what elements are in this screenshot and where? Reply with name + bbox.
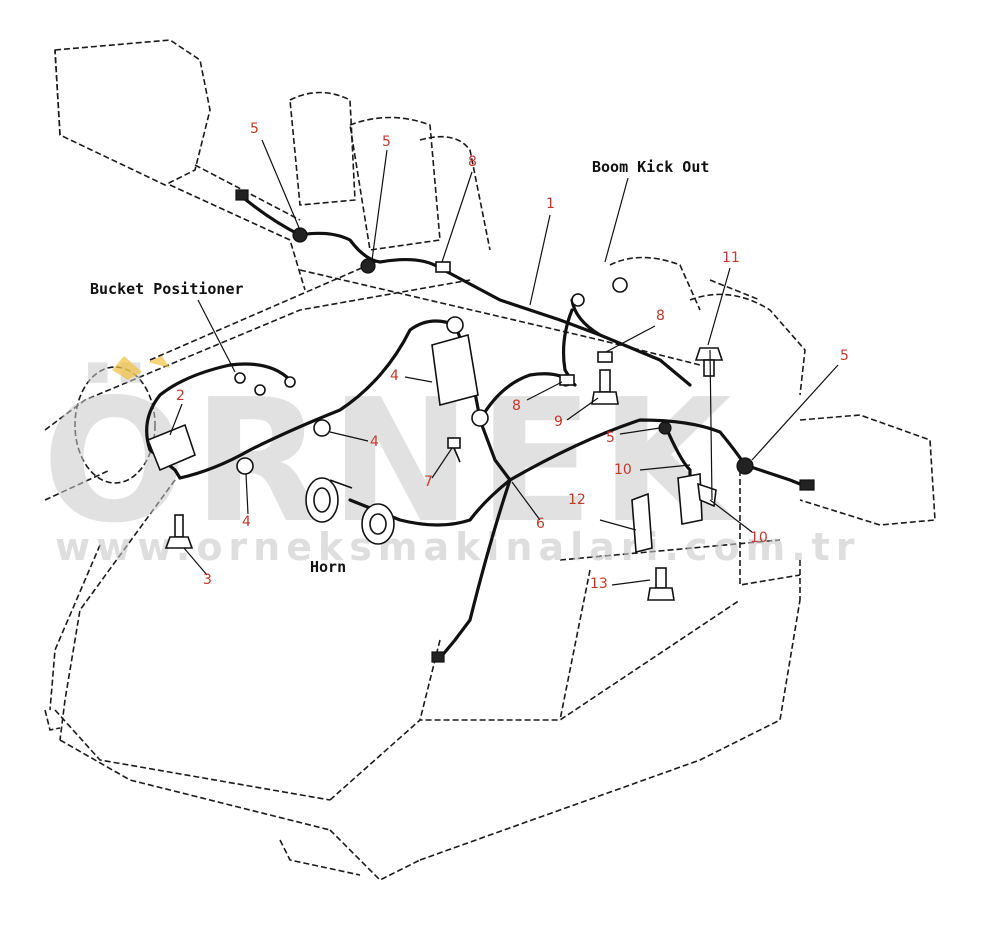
callout-label: 8: [656, 308, 665, 324]
bucket-positioner-switch-icon: [146, 423, 196, 472]
captions: Boom Kick Out Bucket Positioner Horn: [90, 158, 709, 576]
callout-label: 3: [203, 572, 212, 588]
clamp-icon: [292, 227, 308, 243]
connector-icon: [559, 374, 575, 386]
bracket-icon: [677, 473, 703, 525]
clamp-icon: [658, 421, 672, 435]
bolt-icon: [447, 437, 461, 463]
mounting-plate-icon: [431, 333, 479, 407]
clamp-icon: [236, 457, 254, 475]
callout-label: 10: [614, 462, 632, 478]
bracket-icon: [631, 492, 653, 554]
callout-label: 4: [370, 434, 379, 450]
horn-icon: [305, 477, 395, 545]
machine-frame-outline: [44, 39, 936, 881]
callout-label: 5: [606, 430, 615, 446]
callout-label: 10: [750, 530, 768, 546]
callout-label: 12: [568, 492, 586, 508]
connector-icon: [597, 351, 613, 363]
harness-parts: [146, 189, 815, 663]
horn-caption: Horn: [310, 558, 346, 576]
callout-label: 4: [242, 514, 251, 530]
bucket-positioner-caption: Bucket Positioner: [90, 280, 244, 298]
connector-icon: [435, 261, 451, 273]
callout-label: 8: [468, 154, 477, 170]
clamp-icon: [446, 316, 464, 334]
bolt-icon: [591, 369, 619, 405]
leader-lines: [169, 139, 839, 586]
boom-kick-out-switch-icon: [571, 293, 585, 307]
callout-label: 1: [546, 196, 555, 212]
callout-label: 7: [424, 474, 433, 490]
callout-label: 5: [840, 348, 849, 364]
bolt-icon: [647, 567, 675, 601]
clamp-icon: [313, 419, 331, 437]
clamp-icon: [471, 409, 489, 427]
callout-label: 5: [250, 121, 259, 137]
watermark-accent-icon: [112, 356, 142, 380]
callout-label: 2: [176, 388, 185, 404]
callout-label: 5: [382, 134, 391, 150]
clamp-icon: [360, 258, 376, 274]
clamp-icon: [736, 457, 754, 475]
callout-label: 6: [536, 516, 545, 532]
callout-label: 11: [722, 250, 740, 266]
callout-label: 8: [512, 398, 521, 414]
callout-label: 13: [590, 576, 608, 592]
callout-numbers: 5 5 8 1 11 8 5 2 4 8 9 5 4 7 10 12 4 6 1…: [176, 121, 849, 592]
callout-label: 9: [554, 414, 563, 430]
connector-icon: [234, 372, 246, 384]
boom-kick-out-caption: Boom Kick Out: [592, 158, 709, 176]
callout-label: 4: [390, 368, 399, 384]
bolt-icon: [694, 347, 724, 377]
bolt-icon: [164, 514, 194, 549]
